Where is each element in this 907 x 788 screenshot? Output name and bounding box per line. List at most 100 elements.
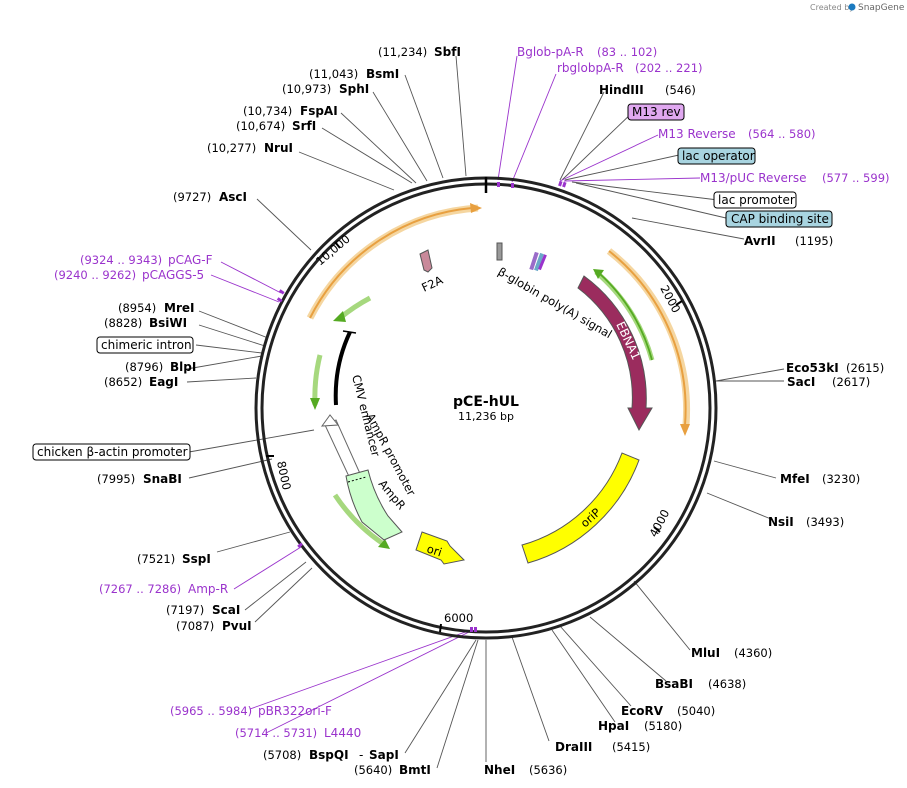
green-arrow-left bbox=[338, 295, 372, 320]
svg-text:(8828): (8828) bbox=[104, 316, 142, 330]
primer-rbglobpa-r[interactable]: rbglobpA-R (202 .. 221) bbox=[557, 61, 703, 75]
svg-text:HindIII: HindIII bbox=[599, 83, 644, 97]
primer-amp-r[interactable]: (7267 .. 7286) Amp-R bbox=[99, 582, 228, 596]
primer-pbr322ori-f[interactable]: (5965 .. 5984) pBR322ori-F bbox=[170, 704, 332, 718]
svg-text:(5640): (5640) bbox=[354, 763, 392, 777]
svg-text:pCAG-F: pCAG-F bbox=[168, 253, 213, 267]
svg-text:(7267 .. 7286): (7267 .. 7286) bbox=[99, 582, 181, 596]
arrow-head-green-bottom bbox=[378, 539, 390, 549]
svg-text:NheI: NheI bbox=[484, 763, 515, 777]
green-arrow-right-core bbox=[599, 273, 653, 361]
ebna1-arrow bbox=[577, 275, 653, 432]
svg-text:AscI: AscI bbox=[219, 190, 247, 204]
credit-brand: SnapGene bbox=[858, 3, 905, 13]
svg-text:(2617): (2617) bbox=[832, 375, 870, 389]
svg-text:(10,674): (10,674) bbox=[236, 119, 285, 133]
enzyme-sphi[interactable]: (10,973) SphI bbox=[282, 82, 369, 96]
svg-text:M13 Reverse: M13 Reverse bbox=[658, 127, 736, 141]
svg-text:Eco53kI: Eco53kI bbox=[786, 361, 839, 375]
enzyme-bsabi[interactable]: BsaBI (4638) bbox=[655, 677, 746, 691]
svg-text:(4360): (4360) bbox=[734, 646, 772, 660]
svg-text:(10,973): (10,973) bbox=[282, 82, 331, 96]
feature-box-lac-operator[interactable]: lac operator bbox=[677, 147, 756, 165]
enzyme-sbfi[interactable]: (11,234) SbfI bbox=[378, 45, 461, 59]
svg-text:MluI: MluI bbox=[691, 646, 720, 660]
primer-bglob-pa-r[interactable]: Bglob-pA-R (83 .. 102) bbox=[517, 45, 657, 59]
enzyme-fspai[interactable]: (10,734) FspAI bbox=[243, 104, 338, 118]
svg-text:M13/pUC Reverse: M13/pUC Reverse bbox=[700, 171, 807, 185]
svg-text:(83 .. 102): (83 .. 102) bbox=[597, 45, 657, 59]
enzyme-hpai[interactable]: HpaI (5180) bbox=[598, 719, 682, 733]
feature-arrow-top-left-core bbox=[309, 207, 473, 319]
primer-l4440[interactable]: (5714 .. 5731) L4440 bbox=[235, 726, 361, 740]
arrow-head-green-mid bbox=[310, 398, 320, 410]
feature-box-cap-binding-site[interactable]: CAP binding site bbox=[725, 210, 833, 228]
primer-pcag-f[interactable]: (9324 .. 9343) pCAG-F bbox=[80, 253, 213, 267]
svg-text:FspAI: FspAI bbox=[300, 104, 338, 118]
svg-text:SacI: SacI bbox=[787, 375, 815, 389]
enzyme-eco53ki[interactable]: Eco53kI (2615) bbox=[786, 361, 884, 375]
enzyme-hindiii[interactable]: HindIII (546) bbox=[599, 83, 696, 97]
svg-text:(5415): (5415) bbox=[612, 740, 650, 754]
feature-label-f2a: F2A bbox=[419, 273, 445, 295]
enzyme-bspqi[interactable]: (5708) BspQI bbox=[263, 748, 349, 762]
svg-text:NruI: NruI bbox=[264, 141, 293, 155]
svg-text:M13 rev: M13 rev bbox=[632, 105, 681, 119]
primer-m13-reverse[interactable]: M13 Reverse (564 .. 580) bbox=[658, 127, 816, 141]
enzyme-scai[interactable]: (7197) ScaI bbox=[166, 603, 240, 617]
svg-text:pCAGGS-5: pCAGGS-5 bbox=[142, 268, 204, 282]
svg-text:(8954): (8954) bbox=[118, 301, 156, 315]
enzyme-nhei[interactable]: NheI (5636) bbox=[484, 763, 567, 777]
enzyme-ecorv[interactable]: EcoRV (5040) bbox=[621, 704, 715, 718]
enzyme-avrii[interactable]: AvrII (1195) bbox=[744, 234, 833, 248]
plasmid-name: pCE-hUL bbox=[453, 394, 519, 410]
enzyme-bsiwi[interactable]: (8828) BsiWI bbox=[104, 316, 187, 330]
primer-pcaggs-5[interactable]: (9240 .. 9262) pCAGGS-5 bbox=[54, 268, 204, 282]
svg-text:(5636): (5636) bbox=[529, 763, 567, 777]
enzyme-asci[interactable]: (9727) AscI bbox=[173, 190, 247, 204]
enzyme-bmti[interactable]: (5640) BmtI bbox=[354, 763, 431, 777]
feature-box-chimeric-intron[interactable]: chimeric intron bbox=[96, 336, 194, 354]
enzyme-pvui[interactable]: (7087) PvuI bbox=[176, 619, 252, 633]
feature-box-m13-rev[interactable]: M13 rev bbox=[627, 103, 685, 121]
feature-box-lac-promoter[interactable]: lac promoter bbox=[713, 191, 797, 209]
feature-arrow-top-left bbox=[306, 204, 479, 320]
enzyme-snabi[interactable]: (7995) SnaBI bbox=[97, 472, 182, 486]
svg-text:(3230): (3230) bbox=[822, 472, 860, 486]
svg-text:BsiWI: BsiWI bbox=[149, 316, 187, 330]
enzyme-saci[interactable]: SacI (2617) bbox=[787, 375, 870, 389]
svg-text:(5180): (5180) bbox=[644, 719, 682, 733]
enzyme-sapi[interactable]: SapI bbox=[369, 748, 399, 762]
enzyme-blpi[interactable]: (8796) BlpI bbox=[125, 360, 196, 374]
svg-text:SrfI: SrfI bbox=[292, 119, 316, 133]
scale-ticks bbox=[266, 241, 683, 633]
svg-text:(8652): (8652) bbox=[104, 375, 142, 389]
svg-text:BsaBI: BsaBI bbox=[655, 677, 693, 691]
svg-text:chicken β-actin promoter: chicken β-actin promoter bbox=[37, 445, 188, 459]
svg-text:(202 .. 221): (202 .. 221) bbox=[635, 61, 703, 75]
svg-text:AvrII: AvrII bbox=[744, 234, 776, 248]
ampr-promoter-head bbox=[320, 414, 339, 427]
svg-text:(5714 .. 5731): (5714 .. 5731) bbox=[235, 726, 317, 740]
enzyme-sspi[interactable]: (7521) SspI bbox=[137, 552, 211, 566]
svg-text:PvuI: PvuI bbox=[222, 619, 252, 633]
enzyme-mlui[interactable]: MluI (4360) bbox=[691, 646, 772, 660]
primer-m13-puc-reverse[interactable]: M13/pUC Reverse (577 .. 599) bbox=[700, 171, 890, 185]
enzyme-mrei[interactable]: (8954) MreI bbox=[118, 301, 194, 315]
svg-text:EagI: EagI bbox=[149, 375, 178, 389]
ampr-dotted-mark bbox=[347, 476, 367, 483]
enzyme-draiii[interactable]: DraIII (5415) bbox=[555, 740, 650, 754]
feature-box-chicken-actin-promoter[interactable]: chicken β-actin promoter bbox=[32, 443, 191, 461]
svg-text:(5040): (5040) bbox=[677, 704, 715, 718]
enzyme-mfei[interactable]: MfeI (3230) bbox=[780, 472, 860, 486]
enzyme-bsmi[interactable]: (11,043) BsmI bbox=[309, 67, 399, 81]
svg-text:(9727): (9727) bbox=[173, 190, 211, 204]
enzyme-nsii[interactable]: NsiI (3493) bbox=[768, 515, 844, 529]
bglobin-marker bbox=[496, 242, 503, 261]
enzyme-nrui[interactable]: (10,277) NruI bbox=[207, 141, 293, 155]
enzyme-srfi[interactable]: (10,674) SrfI bbox=[236, 119, 316, 133]
svg-text:(2615): (2615) bbox=[846, 361, 884, 375]
enzyme-eagi[interactable]: (8652) EagI bbox=[104, 375, 178, 389]
feature-arrow-right-core bbox=[608, 250, 687, 426]
lac-cluster-marks bbox=[529, 251, 547, 272]
